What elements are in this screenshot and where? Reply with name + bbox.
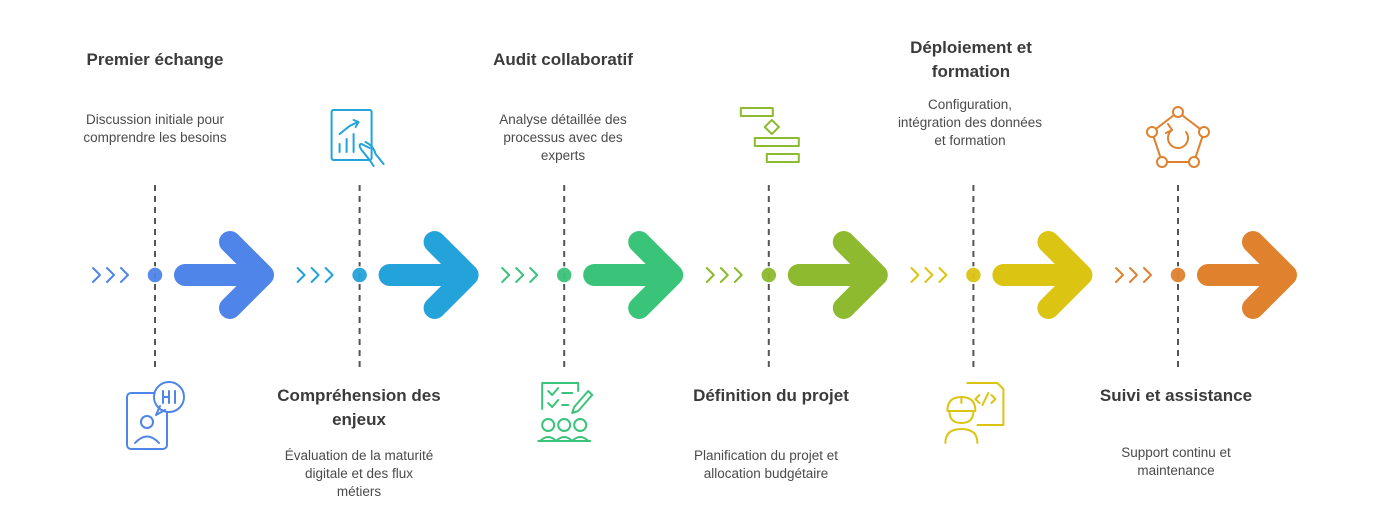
chevron-right-icon: [515, 267, 525, 283]
engineer-code-icon: [944, 382, 1005, 444]
step-3-desc: Analyse détaillée des processus avec des…: [499, 112, 627, 163]
step-1-group: [92, 185, 274, 450]
chevron-right-icon: [1129, 267, 1138, 283]
step-4-title: Définition du projet: [693, 386, 849, 405]
step-6-dot: [1169, 266, 1187, 284]
chevron-right-icon: [529, 267, 539, 283]
step-6-arrow: [1197, 231, 1297, 319]
chat-phone-icon: [126, 381, 185, 450]
step-1-dot: [146, 266, 164, 284]
team-checklist-icon: [537, 382, 594, 442]
step-4-group: [705, 107, 888, 372]
chevron-right-icon: [719, 267, 729, 283]
step-1-desc: Discussion initiale pour comprendre les …: [83, 112, 227, 145]
step-2-arrow: [378, 231, 479, 319]
step-1-title: Premier échange: [86, 50, 224, 69]
chevron-right-icon: [1115, 267, 1124, 283]
chevron-right-icon: [705, 267, 715, 283]
step-2-desc: Évaluation de la maturité digitale et de…: [284, 448, 434, 499]
step-5-dot: [964, 266, 983, 284]
chevron-right-icon: [92, 267, 101, 283]
step-6-title: Suivi et assistance: [1099, 386, 1253, 405]
chevron-right-icon: [924, 267, 934, 283]
step-6-group: [1115, 106, 1297, 372]
chevron-right-icon: [120, 267, 129, 283]
step-2-group: [296, 109, 479, 372]
step-5-title: Déploiement et formation: [910, 38, 1032, 81]
step-2-dot: [350, 266, 369, 284]
step-4-desc: Planification du projet et allocation bu…: [693, 448, 839, 481]
step-3-group: [501, 185, 684, 442]
step-3-dot: [555, 266, 573, 284]
chart-report-icon: [330, 109, 385, 167]
chevron-right-icon: [1143, 267, 1152, 283]
chevron-right-icon: [296, 267, 306, 283]
chevron-right-icon: [501, 267, 511, 283]
step-4-dot: [760, 266, 778, 284]
chevron-right-icon: [938, 267, 948, 283]
gantt-plan-icon: [739, 107, 800, 163]
chevron-right-icon: [106, 267, 115, 283]
step-4-arrow: [787, 231, 888, 319]
chevron-right-icon: [910, 267, 920, 283]
step-5-desc: Configuration, intégration des données e…: [897, 97, 1043, 148]
step-1-arrow: [174, 231, 274, 319]
step-2-title: Compréhension des enjeux: [277, 386, 441, 429]
step-3-arrow: [583, 231, 684, 319]
chevron-right-icon: [733, 267, 743, 283]
cycle-network-icon: [1146, 106, 1210, 168]
step-3-title: Audit collaboratif: [493, 50, 633, 69]
chevron-right-icon: [324, 267, 334, 283]
step-6-desc: Support continu et maintenance: [1121, 445, 1231, 478]
step-5-group: [910, 185, 1093, 444]
step-5-arrow: [992, 231, 1093, 319]
chevron-right-icon: [310, 267, 320, 283]
